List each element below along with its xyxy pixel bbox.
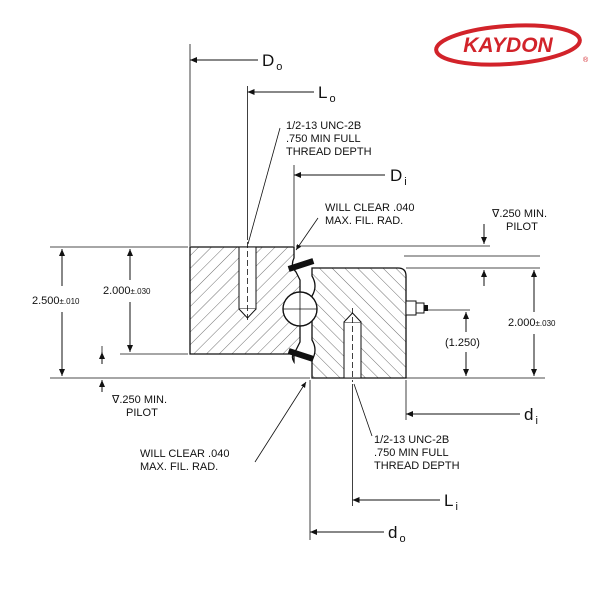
pilot-note-top: ∇.250 MIN. PILOT bbox=[491, 208, 550, 233]
logo-text: KAYDON bbox=[463, 34, 553, 57]
clear-note-top: WILL CLEAR .040 MAX. FIL. RAD. bbox=[325, 202, 418, 227]
grease-fitting bbox=[405, 300, 428, 316]
thread-note-top: 1/2-13 UNC-2B .750 MIN FULL THREAD DEPTH bbox=[286, 120, 372, 158]
ball-and-seals bbox=[282, 258, 428, 362]
dim-2500: 2.500±.010 bbox=[32, 295, 80, 307]
bottom-dimensions bbox=[254, 380, 520, 540]
seal-bottom bbox=[287, 348, 315, 362]
dim-2000-left: 2.000±.030 bbox=[103, 285, 151, 297]
outer-ring-section bbox=[189, 242, 301, 365]
kaydon-logo: KAYDON ® bbox=[434, 23, 589, 67]
seal-top bbox=[287, 258, 315, 272]
left-dimensions bbox=[50, 246, 310, 392]
top-dimensions bbox=[189, 44, 540, 286]
clear-note-bottom: WILL CLEAR .040 MAX. FIL. RAD. bbox=[140, 448, 233, 473]
dim-2000-right: 2.000±.030 bbox=[508, 317, 556, 329]
inner-ring-section bbox=[311, 267, 407, 382]
dim-1250: (1.250) bbox=[445, 337, 480, 349]
pilot-note-bottom: ∇.250 MIN. PILOT bbox=[111, 394, 170, 419]
registered-mark: ® bbox=[583, 56, 589, 64]
thread-note-bottom: 1/2-13 UNC-2B .750 MIN FULL THREAD DEPTH bbox=[374, 434, 460, 472]
right-dimensions bbox=[316, 270, 545, 379]
